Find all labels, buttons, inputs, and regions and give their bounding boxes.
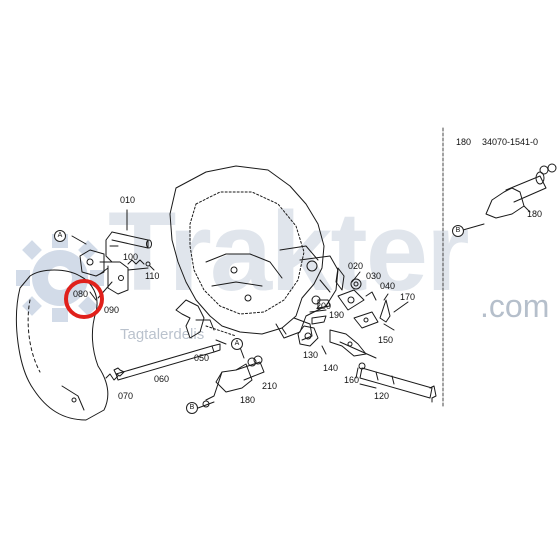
part-label-120: 120 [374,391,390,401]
part-label-160: 160 [344,375,360,385]
watermark-tagline: Tagtalerdelis [120,326,205,343]
watermark-domain: .com [480,288,550,324]
part-label-170: 170 [400,292,416,302]
part-label-030: 030 [366,271,382,281]
connector-a-mid: A [231,338,243,350]
watermark-brand: Trakter [108,189,470,314]
part-label-040: 040 [380,281,396,291]
highlight-ring-080 [64,279,104,319]
part-label-150: 150 [378,335,394,345]
part-label-070: 070 [118,391,134,401]
part-label-110: 110 [145,271,160,281]
part-label-020: 020 [348,261,364,271]
part-label-130: 130 [303,350,319,360]
part-label-050: 050 [194,353,210,363]
part-label-010: 010 [120,195,136,205]
inset-part-number: 34070-1541-0 [482,137,539,147]
connector-a-left: A [54,230,66,242]
part-label-080: 080 [73,289,89,299]
inset-callout: 180 [527,209,543,219]
connector-b-main: B [186,402,198,414]
part-label-190: 190 [329,310,345,320]
part-label-210: 210 [262,381,278,391]
part-label-180: 180 [240,395,256,405]
part-label-090: 090 [104,305,120,315]
part-label-140: 140 [323,363,339,373]
inset-ref: 180 [456,137,472,147]
part-label-200: 200 [316,301,332,311]
part-label-060: 060 [154,374,170,384]
connector-b-inset: B [452,225,464,237]
part-label-100: 100 [123,252,139,262]
